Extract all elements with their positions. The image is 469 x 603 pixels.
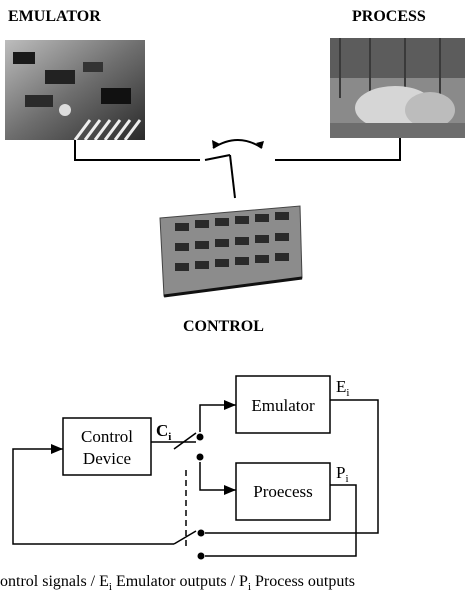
process-output-label: Pi xyxy=(336,463,349,485)
emulator-output-label: Ei xyxy=(336,377,349,399)
process-label: Proecess xyxy=(253,482,312,501)
legend-caption: ontrol signals / Ei Emulator outputs / P… xyxy=(0,573,355,593)
control-device-label-line1: Control xyxy=(81,427,133,446)
control-device-label-line2: Device xyxy=(83,449,131,468)
emulator-label: Emulator xyxy=(251,396,315,415)
control-signal-label: Ci xyxy=(156,421,171,443)
